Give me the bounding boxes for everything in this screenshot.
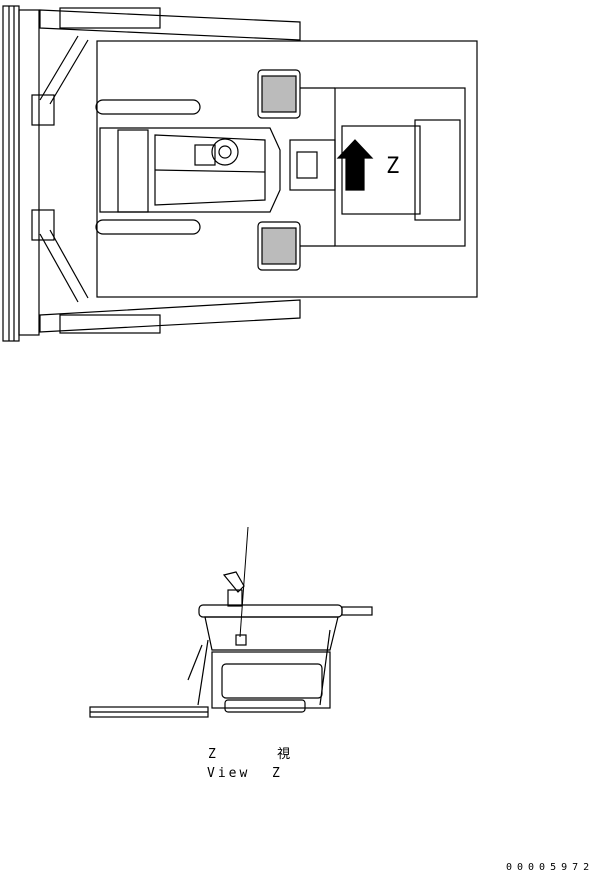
document-number: 00005972 — [506, 862, 595, 873]
blade — [2, 5, 40, 342]
view-z-caption-jp: Z 視 — [208, 747, 297, 762]
console — [187, 604, 373, 713]
top-view-machine — [2, 5, 478, 342]
view-z-caption-en: View Z — [207, 766, 283, 781]
view-z-arrow — [336, 139, 374, 191]
lift-cylinders — [31, 94, 201, 241]
leader-line — [239, 526, 249, 638]
steps — [257, 69, 301, 271]
floor-rail — [89, 706, 209, 718]
push-arms — [39, 7, 301, 334]
joystick — [222, 571, 245, 607]
cab-frame — [289, 87, 466, 247]
main-frame — [99, 127, 281, 213]
view-z-marker: Z — [386, 154, 400, 179]
frame-outline — [96, 40, 478, 298]
side-view-z — [89, 526, 373, 718]
